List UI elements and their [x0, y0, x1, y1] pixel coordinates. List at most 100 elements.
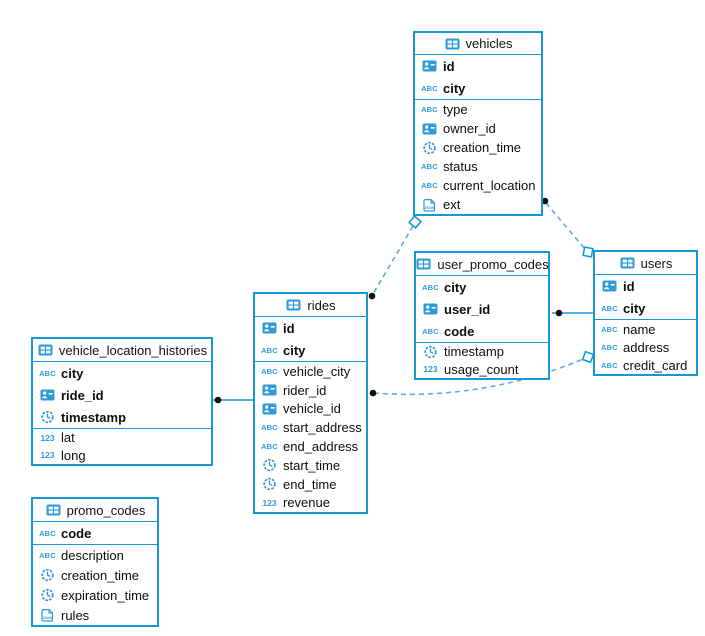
abc-string-icon: ABC — [39, 528, 56, 538]
column-row-city[interactable]: ABC city — [33, 362, 211, 384]
table-name: vehicles — [465, 36, 513, 51]
table-header[interactable]: promo_codes — [33, 499, 157, 522]
column-name: timestamp — [444, 344, 504, 360]
id-badge-icon — [261, 383, 278, 397]
table-name: user_promo_codes — [437, 256, 549, 272]
clock-icon — [39, 588, 56, 602]
column-row-user_id[interactable]: user_id — [416, 298, 548, 320]
column-name: city — [443, 80, 466, 96]
clock-icon — [39, 410, 56, 424]
column-row-rider_id[interactable]: rider_id — [255, 381, 366, 400]
table-header[interactable]: rides — [255, 294, 366, 317]
column-row-start_time[interactable]: start_time — [255, 456, 366, 475]
column-row-creation_time[interactable]: creation_time — [415, 138, 541, 157]
relation-square-marker — [581, 350, 595, 364]
relation-dot-marker — [214, 396, 222, 404]
abc-string-icon: ABC — [601, 342, 618, 352]
column-name: code — [444, 323, 475, 339]
table-header[interactable]: vehicle_location_histories — [33, 339, 211, 362]
table-icon — [285, 298, 302, 312]
column-name: id — [283, 320, 295, 336]
relation-dot-marker — [541, 197, 549, 205]
column-name: rider_id — [283, 382, 327, 398]
column-name: city — [61, 365, 84, 381]
column-row-code[interactable]: ABC code — [33, 522, 157, 544]
number-123-icon: 123 — [423, 364, 438, 375]
column-row-id[interactable]: id — [255, 317, 366, 339]
column-row-ride_id[interactable]: ride_id — [33, 384, 211, 406]
column-row-creation_time[interactable]: creation_time — [33, 565, 157, 585]
table-header[interactable]: vehicles — [415, 33, 541, 55]
column-row-vehicle_id[interactable]: vehicle_id — [255, 400, 366, 419]
abc-string-icon: ABC — [422, 282, 439, 292]
column-name: description — [61, 547, 124, 563]
clock-icon — [422, 345, 439, 359]
column-name: end_address — [283, 439, 359, 455]
column-row-end_time[interactable]: end_time — [255, 475, 366, 494]
column-name: owner_id — [443, 121, 496, 136]
id-badge-icon — [39, 388, 56, 402]
column-row-owner_id[interactable]: owner_id — [415, 119, 541, 138]
table-name: rides — [307, 297, 336, 313]
column-row-end_address[interactable]: ABC end_address — [255, 437, 366, 456]
abc-string-icon: ABC — [421, 181, 438, 190]
table-header[interactable]: user_promo_codes — [416, 253, 549, 276]
id-badge-icon — [421, 122, 438, 136]
column-name: status — [443, 159, 478, 174]
json-doc-icon: JSON — [421, 198, 438, 212]
table-header[interactable]: users — [595, 252, 696, 275]
relation-rides-users[interactable] — [373, 358, 584, 396]
column-row-id[interactable]: id — [415, 55, 541, 77]
column-name: long — [61, 447, 86, 463]
column-name: revenue — [283, 495, 330, 511]
column-row-current_location[interactable]: ABC current_location — [415, 176, 541, 195]
column-row-timestamp[interactable]: timestamp — [33, 406, 211, 428]
table-icon — [45, 503, 62, 517]
table-name: promo_codes — [66, 502, 146, 518]
column-row-timestamp[interactable]: timestamp — [416, 343, 548, 361]
abc-string-icon: ABC — [261, 423, 278, 433]
column-name: current_location — [443, 178, 536, 193]
column-name: code — [61, 525, 92, 541]
table-name: users — [640, 255, 673, 271]
column-row-expiration_time[interactable]: expiration_time — [33, 585, 157, 605]
column-name: creation_time — [61, 567, 140, 583]
column-name: rules — [61, 607, 90, 623]
column-name: name — [623, 321, 656, 337]
column-name: city — [623, 300, 646, 316]
relation-vehicles-users[interactable] — [545, 202, 586, 250]
column-row-id[interactable]: id — [595, 275, 696, 297]
abc-string-icon: ABC — [39, 368, 56, 378]
abc-string-icon: ABC — [261, 442, 278, 452]
relation-vehicles-rides[interactable] — [372, 225, 414, 295]
